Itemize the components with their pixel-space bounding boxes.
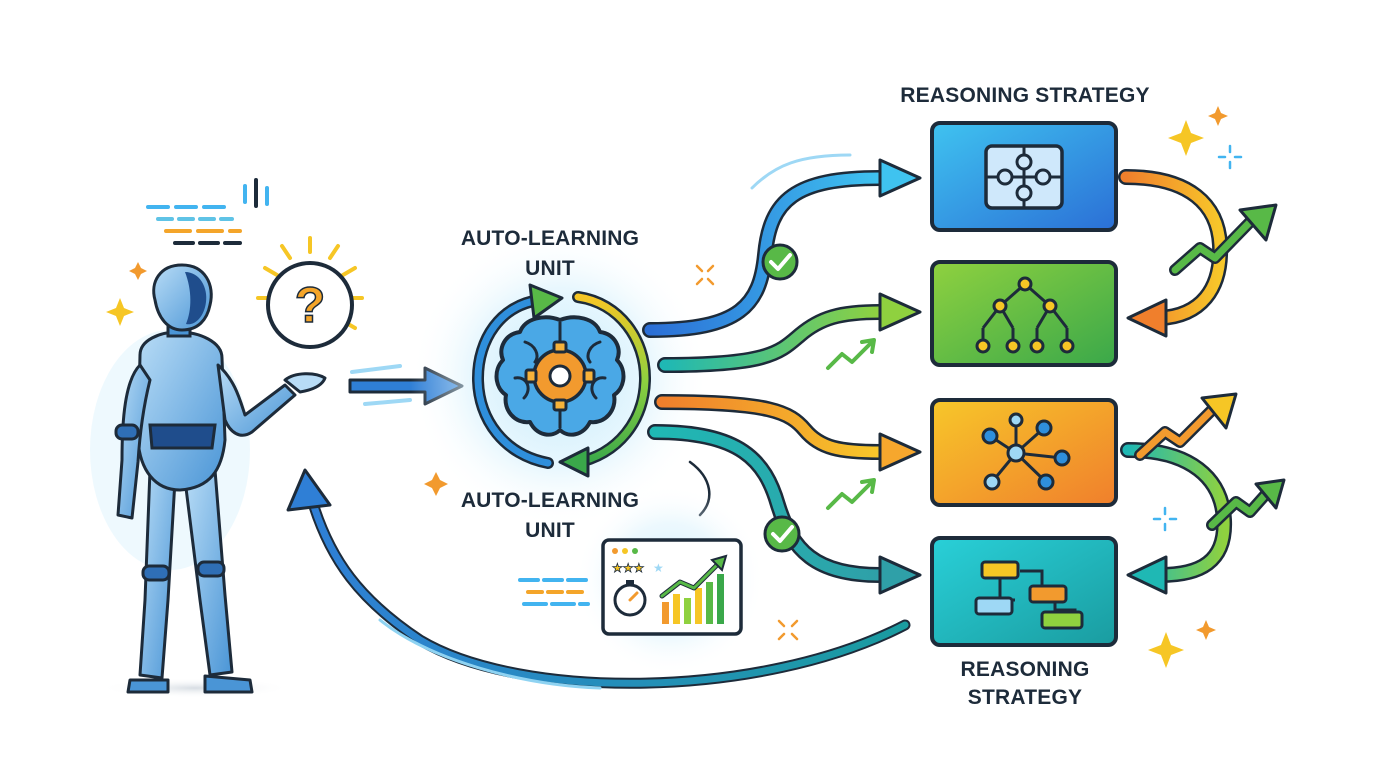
svg-text:★★★: ★★★	[612, 561, 644, 575]
strategy-title-top: REASONING STRATEGY	[900, 84, 1150, 107]
strategy-box-network	[930, 398, 1118, 507]
unit-label-lower: AUTO-LEARNING UNIT	[430, 486, 670, 546]
tree-hierarchy-icon	[975, 276, 1075, 354]
branch-arrow-3	[654, 394, 922, 472]
dash-lines-icon	[518, 578, 590, 606]
strategy-title-bottom-line2: STRATEGY	[967, 686, 1083, 709]
puzzle-icon	[984, 144, 1064, 210]
branch-arrow-4	[647, 424, 922, 595]
unit-label-lower-line2: UNIT	[525, 519, 575, 542]
question-mark: ?	[295, 277, 326, 333]
brain-gear-icon	[494, 315, 626, 437]
unit-label-upper-line2: UNIT	[525, 257, 575, 280]
strategy-box-puzzle	[930, 121, 1118, 232]
unit-label-upper: AUTO-LEARNING UNIT	[430, 224, 670, 284]
trend-up-icon	[826, 338, 876, 510]
feedback-loop-upper	[1118, 169, 1278, 338]
return-feedback-arrow	[286, 468, 911, 690]
strategy-title-bottom: REASONING STRATEGY	[905, 656, 1145, 712]
robot-agent-icon	[90, 263, 327, 698]
sparkle-icon	[106, 106, 1228, 668]
feedback-loop-lower	[1120, 392, 1286, 595]
strategy-title-bottom-line1: REASONING	[960, 658, 1090, 681]
sparkle-cross-icon	[695, 144, 1243, 641]
svg-text:★: ★	[653, 561, 664, 575]
chat-lines-icon	[146, 178, 269, 245]
flowchart-icon	[974, 560, 1084, 630]
performance-dashboard-icon: ★★★ ★	[575, 485, 765, 675]
auto-learning-unit	[410, 228, 710, 528]
check-icon	[761, 243, 799, 281]
unit-label-upper-line1: AUTO-LEARNING	[460, 227, 640, 250]
network-hub-icon	[981, 412, 1071, 491]
strategy-box-tree	[930, 260, 1118, 367]
unit-label-lower-line1: AUTO-LEARNING	[460, 489, 640, 512]
strategy-box-flowchart	[930, 536, 1118, 647]
check-icon	[763, 515, 801, 553]
branch-arrow-2	[657, 292, 922, 373]
question-bubble-icon: ?	[256, 236, 364, 349]
